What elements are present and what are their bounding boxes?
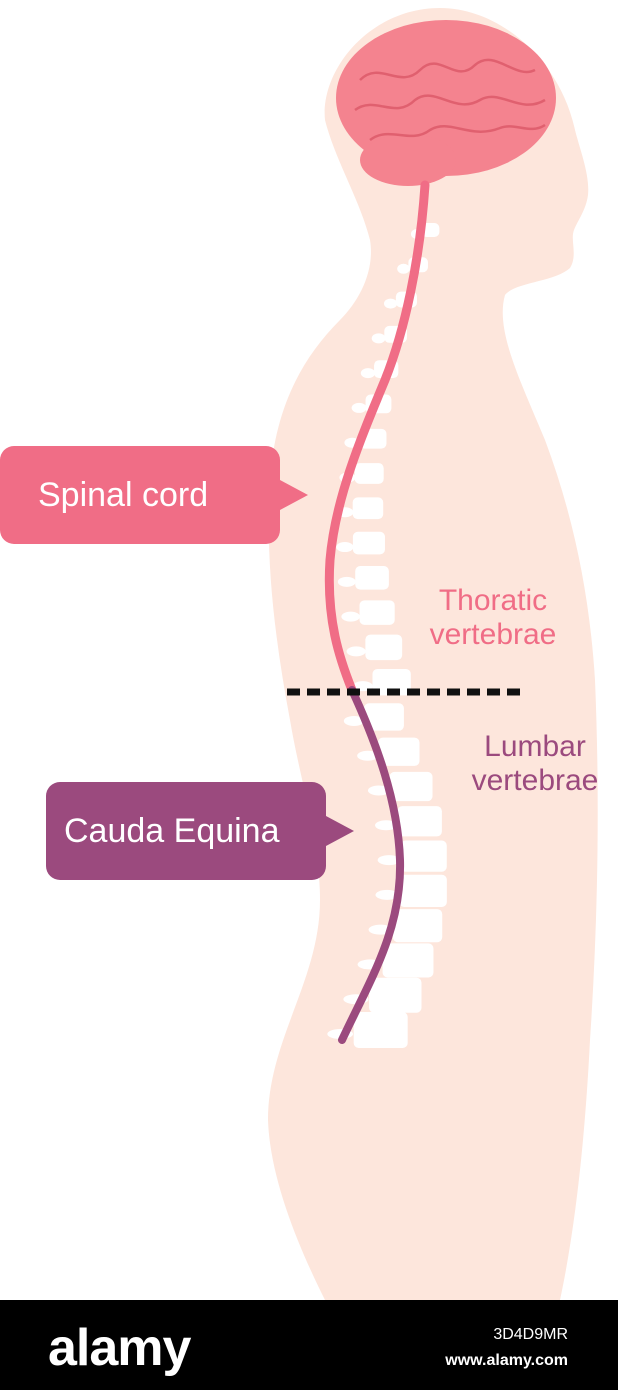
- vertebra: [359, 600, 395, 625]
- vertebra: [352, 497, 384, 520]
- thoracic-vertebrae-label: Thoratic vertebrae: [408, 584, 578, 652]
- body-silhouette: [268, 8, 598, 1300]
- vertebra: [400, 840, 447, 872]
- alamy-logo: alamy: [48, 1319, 191, 1377]
- lumbar-label-line2: vertebrae: [471, 764, 599, 797]
- vertebra: [352, 531, 385, 555]
- vertebra: [372, 668, 411, 696]
- vertebra-process: [371, 333, 386, 344]
- vertebra-process: [360, 368, 376, 379]
- vertebra-process: [336, 542, 354, 553]
- vertebra: [354, 463, 384, 484]
- spinal-cord-callout-pointer: [280, 480, 308, 510]
- vertebra-process: [357, 750, 379, 761]
- vertebra: [392, 909, 443, 943]
- vertebra-process: [367, 785, 390, 796]
- cauda-equina-callout: Cauda Equina: [46, 782, 354, 880]
- vertebra-process: [341, 611, 360, 622]
- vertebra-process: [377, 855, 401, 866]
- lumbar-label-line1: Lumbar: [484, 730, 586, 763]
- cerebellum: [360, 134, 456, 186]
- vertebra-process: [375, 820, 398, 831]
- vertebra: [365, 634, 403, 661]
- vertebra: [421, 223, 440, 237]
- vertebra: [378, 737, 420, 766]
- thoracic-label-line2: vertebrae: [429, 618, 557, 651]
- cauda-equina: [338, 686, 405, 1044]
- spinal-cord: [324, 180, 430, 695]
- spinal-cord-label: Spinal cord: [38, 475, 209, 514]
- vertebra-process: [375, 889, 399, 900]
- cauda-equina-callout-pointer: [326, 816, 354, 846]
- vertebra-process: [343, 715, 365, 726]
- vertebra: [369, 977, 422, 1013]
- lumbar-vertebrae-label: Lumbar vertebrae: [452, 730, 618, 798]
- vertebra-process: [351, 402, 367, 413]
- watermark-footer: alamy 3D4D9MR www.alamy.com: [0, 1300, 618, 1390]
- cauda-equina-label: Cauda Equina: [64, 811, 280, 850]
- vertebra-process: [346, 646, 366, 657]
- brain-folds: [354, 58, 546, 142]
- vertebra: [389, 771, 433, 802]
- spinal-cord-callout: Spinal cord: [0, 446, 308, 544]
- footer-url: www.alamy.com: [445, 1352, 568, 1369]
- thoracic-label-line1: Thoratic: [438, 584, 548, 617]
- vertebra: [399, 874, 447, 907]
- anatomy-illustration: [268, 8, 598, 1300]
- vertebra: [363, 703, 404, 731]
- diagram-canvas: Spinal cord Cauda Equina Thoratic verteb…: [0, 8, 618, 1300]
- image-id: 3D4D9MR: [493, 1326, 568, 1343]
- vertebra: [353, 1012, 408, 1048]
- vertebra-process: [397, 263, 410, 274]
- vertebra: [397, 806, 442, 837]
- vertebra-process: [337, 576, 356, 587]
- vertebra-process: [383, 298, 398, 309]
- vertebra: [382, 943, 434, 978]
- vertebra: [355, 566, 389, 590]
